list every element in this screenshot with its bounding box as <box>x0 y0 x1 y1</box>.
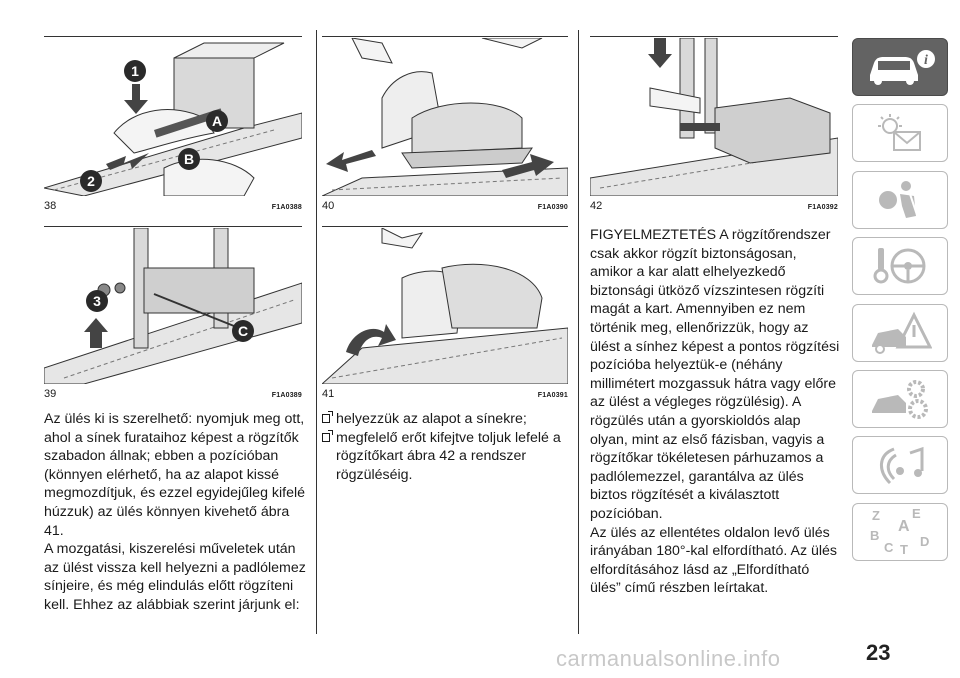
figure-39-illustration: 3 C <box>44 228 302 384</box>
bullet-icon <box>322 411 333 423</box>
paragraph: Az ülés ki is szerelhető: nyomjuk meg ot… <box>44 411 306 539</box>
list-item-text: helyezzük az alapot a sínekre; <box>336 411 527 427</box>
multimedia-icon <box>880 447 924 485</box>
tab-emergency[interactable] <box>852 303 948 362</box>
tab-steering-wheel[interactable] <box>852 237 948 296</box>
steering-wheel-key-icon <box>873 248 926 284</box>
warning-paragraph: FIGYELMEZTETÉS A rögzítőrendszer csak ak… <box>590 227 840 522</box>
tab-car-info[interactable]: i <box>852 38 948 96</box>
figure-39-caption: 39 F1A0389 <box>44 388 302 400</box>
figure-42-caption: 42 F1A0392 <box>590 200 838 212</box>
label-2-badge: 2 <box>80 170 102 192</box>
figure-code: F1A0388 <box>271 204 302 211</box>
figure-code: F1A0390 <box>537 204 568 211</box>
figure-top-line <box>44 226 302 227</box>
figure-42-illustration <box>590 38 838 196</box>
column3-text: FIGYELMEZTETÉS A rögzítőrendszer csak ak… <box>590 226 842 598</box>
column1-text: Az ülés ki is szerelhető: nyomjuk meg ot… <box>44 410 306 615</box>
watermark: carmanualsonline.info <box>556 646 781 671</box>
list-item-text: megfelelő erőt kifejtve toljuk lefelé a … <box>336 429 561 483</box>
svg-text:i: i <box>924 53 928 68</box>
chapter-tabs: i <box>852 38 948 569</box>
label-3-badge: 3 <box>86 290 108 312</box>
figure-38-caption: 38 F1A0388 <box>44 200 302 212</box>
paragraph: A mozgatási, kiszerelési műveletek után … <box>44 541 306 613</box>
label-a-badge: A <box>206 110 228 132</box>
column-divider <box>578 30 579 634</box>
tab-maintenance[interactable] <box>852 369 948 428</box>
figure-40-caption: 40 F1A0390 <box>322 200 568 212</box>
tab-lights-warning[interactable] <box>852 104 948 163</box>
lights-warning-icon <box>878 114 921 152</box>
list-item: helyezzük az alapot a sínekre; <box>322 410 570 429</box>
figure-41-caption: 41 F1A0391 <box>322 388 568 400</box>
tab-index[interactable]: Z E A B D C T <box>852 502 948 561</box>
car-info-icon: i <box>870 50 935 85</box>
label-1-badge: 1 <box>124 60 146 82</box>
figure-38-illustration: 1 A B 2 <box>44 38 302 196</box>
page-number: 23 <box>866 640 891 665</box>
column-divider <box>316 30 317 634</box>
emergency-triangle-icon <box>872 311 932 354</box>
maintenance-gears-icon <box>872 379 928 419</box>
figure-top-line <box>322 226 568 227</box>
figure-code: F1A0392 <box>807 204 838 211</box>
tab-airbag-safety[interactable] <box>852 170 948 229</box>
column2-text: helyezzük az alapot a sínekre; megfelelő… <box>322 410 570 484</box>
figure-number: 41 <box>322 388 335 400</box>
list-item: megfelelő erőt kifejtve toljuk lefelé a … <box>322 429 570 485</box>
figure-number: 42 <box>590 200 603 212</box>
paragraph: Az ülés az ellentétes oldalon levő ülés … <box>590 524 838 597</box>
figure-code: F1A0391 <box>537 392 568 399</box>
figure-code: F1A0389 <box>271 392 302 399</box>
index-letters-icon: Z E A B D C T <box>870 505 930 557</box>
figure-41-illustration <box>322 228 568 384</box>
airbag-safety-icon <box>879 180 919 219</box>
figure-number: 39 <box>44 388 57 400</box>
figure-number: 40 <box>322 200 335 212</box>
label-c-badge: C <box>232 320 254 342</box>
figure-top-line <box>590 36 838 37</box>
figure-40-illustration <box>322 38 568 196</box>
figure-top-line <box>322 36 568 37</box>
figure-top-line <box>44 36 302 37</box>
tab-multimedia[interactable] <box>852 436 948 495</box>
bullet-icon <box>322 429 333 442</box>
figure-number: 38 <box>44 200 57 212</box>
label-b-badge: B <box>178 148 200 170</box>
